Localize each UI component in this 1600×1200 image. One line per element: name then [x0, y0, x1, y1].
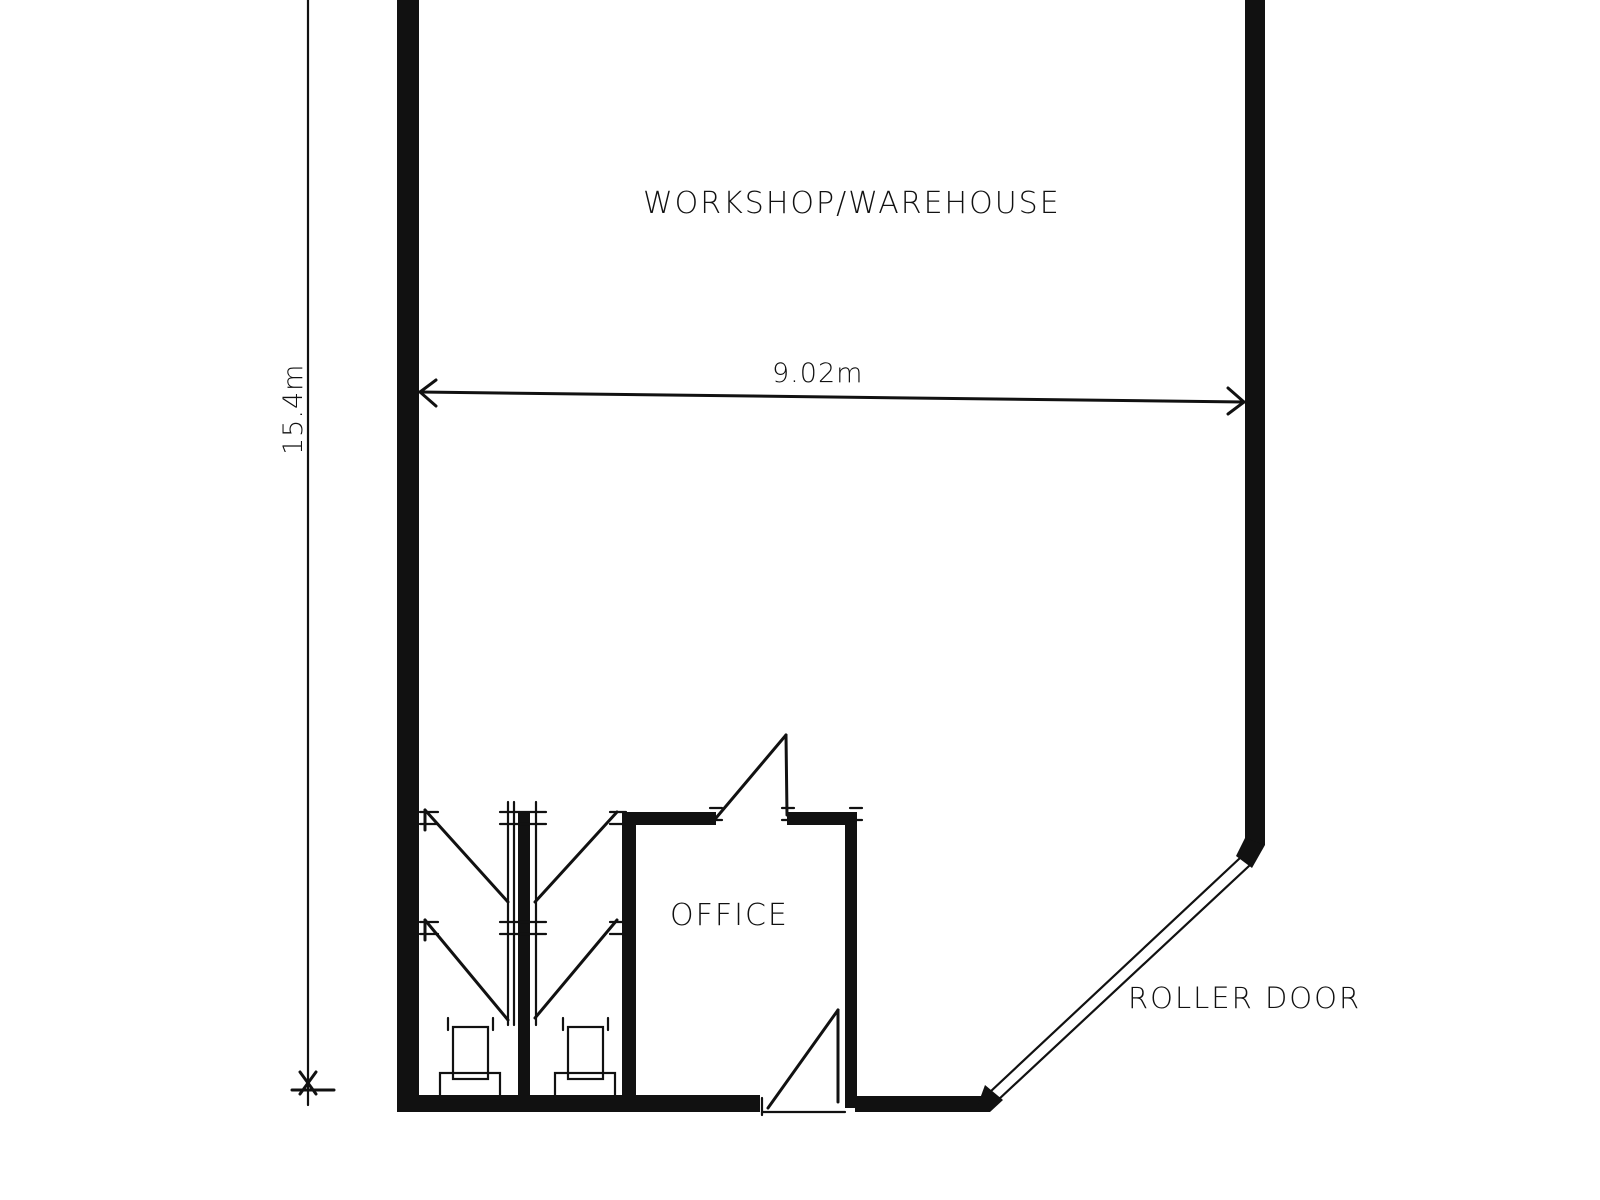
toilet-right-icon	[553, 1016, 617, 1100]
bottom-wall-left	[397, 1095, 760, 1112]
roller-door	[988, 856, 1251, 1102]
roller-door-label: ROLLER DOOR	[1128, 981, 1361, 1015]
width-dimension	[417, 378, 1247, 416]
office-label: OFFICE	[670, 898, 789, 933]
office-left-wall	[622, 812, 636, 1108]
office-top-wall-right	[787, 812, 855, 825]
toilet-doors	[423, 800, 619, 1027]
outer-walls	[397, 0, 1265, 1112]
left-wall	[397, 0, 419, 1110]
toilet-divider-wall	[518, 812, 530, 1108]
right-wall-corner	[1236, 838, 1265, 868]
hinge-marks	[418, 810, 628, 936]
toilet-left-icon	[438, 1016, 502, 1100]
length-dimension	[290, 0, 336, 1107]
length-dimension-label: 15.4m	[278, 364, 309, 455]
office-door-top	[708, 733, 864, 822]
bottom-right-corner	[978, 1085, 1003, 1112]
workshop-warehouse-label: WORKSHOP/WAREHOUSE	[643, 186, 1061, 221]
bottom-wall-right	[855, 1096, 990, 1112]
office-door-bottom	[760, 1008, 840, 1117]
interior-walls	[518, 812, 857, 1114]
office-right-wall	[845, 812, 857, 1108]
right-wall	[1245, 0, 1265, 845]
office-top-wall-left	[622, 812, 716, 825]
width-dimension-label: 9.02m	[772, 358, 863, 389]
